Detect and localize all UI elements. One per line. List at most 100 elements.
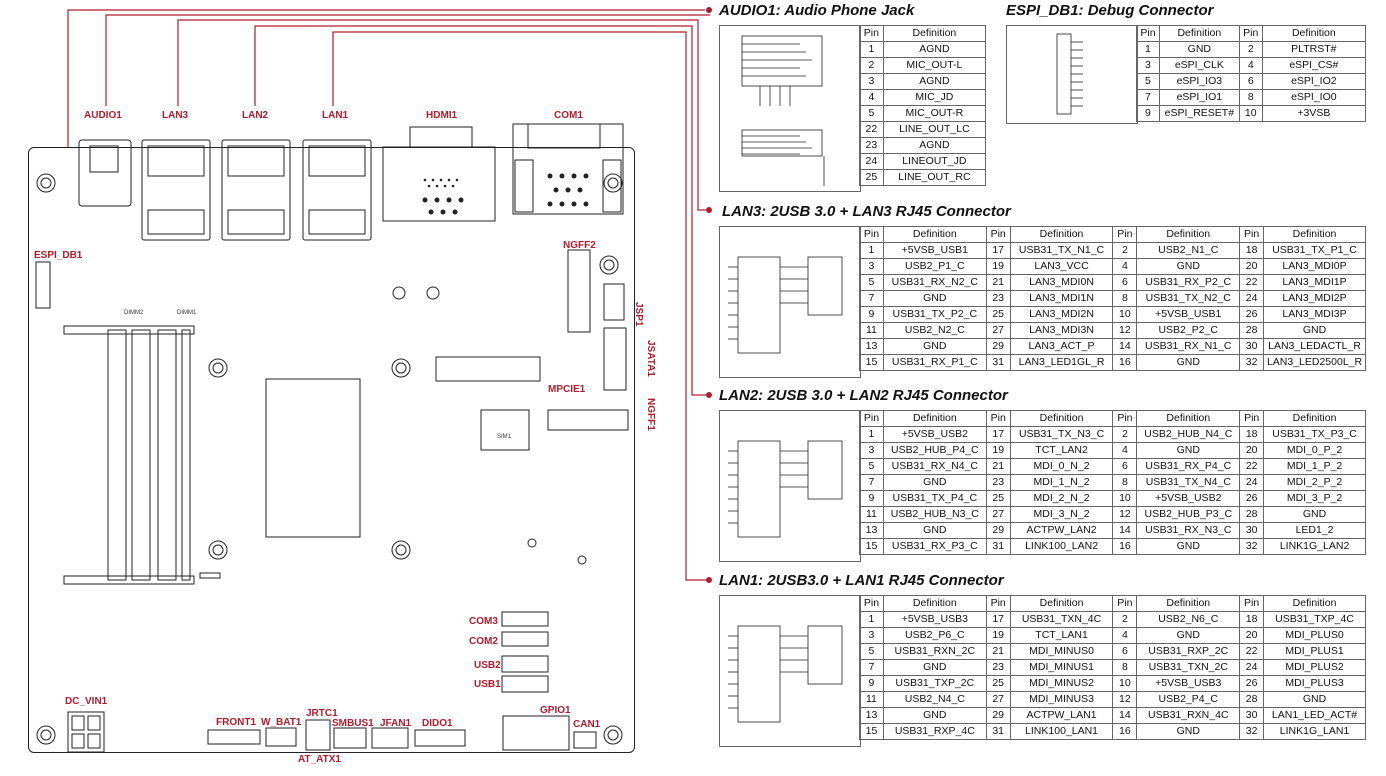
pin-cell: 22: [859, 121, 884, 138]
definition-cell: LAN3_MDI3N: [1009, 322, 1114, 339]
definition-cell: MDI_0_N_2: [1009, 458, 1114, 475]
label-hdmi1: HDMI1: [426, 110, 458, 121]
header-cell: Definition: [1136, 410, 1241, 427]
definition-cell: USB31_RXP_4C: [882, 723, 987, 740]
pin-cell: 20: [1239, 442, 1265, 459]
definition-cell: GND: [1263, 322, 1366, 339]
pin-cell: 20: [1239, 258, 1265, 275]
definition-cell: USB31_TX_N4_C: [1136, 474, 1241, 491]
pin-cell: 10: [1112, 306, 1138, 323]
header-cell: Pin: [1112, 410, 1138, 427]
pin-cell: 29: [985, 707, 1011, 724]
pin-cell: 23: [985, 659, 1011, 676]
label-jsp1: JSP1: [633, 302, 644, 327]
definition-cell: MDI_3_N_2: [1009, 506, 1114, 523]
pin-cell: 4: [1112, 258, 1138, 275]
header-cell: Pin: [985, 226, 1011, 243]
header-cell: Pin: [985, 410, 1011, 427]
header-cell: Pin: [859, 226, 884, 243]
label-jrtc1: JRTC1: [306, 708, 338, 719]
header-cell: Definition: [1009, 226, 1114, 243]
pin-cell: 13: [859, 338, 884, 355]
pin-cell: 12: [1112, 691, 1138, 708]
definition-cell: USB2_N6_C: [1136, 611, 1241, 628]
label-com2: COM2: [469, 636, 498, 647]
pin-cell: 26: [1239, 675, 1265, 692]
pin-cell: 5: [1136, 73, 1160, 90]
pin-cell: 30: [1239, 522, 1265, 539]
definition-cell: GND: [882, 659, 987, 676]
header-cell: Pin: [1112, 226, 1138, 243]
definition-cell: USB31_TX_P3_C: [1263, 426, 1366, 443]
espi-schematic: [1006, 25, 1138, 124]
definition-cell: MIC_OUT-R: [882, 105, 987, 122]
pin-cell: 23: [859, 137, 884, 154]
label-dc-vin1: DC_VIN1: [65, 696, 108, 707]
pin-cell: 18: [1239, 426, 1265, 443]
lan2-schematic: [719, 410, 861, 562]
pin-cell: 6: [1238, 73, 1263, 90]
header-cell: Definition: [882, 226, 987, 243]
definition-cell: MDI_1_P_2: [1263, 458, 1366, 475]
pin-cell: 21: [985, 458, 1011, 475]
definition-cell: GND: [882, 338, 987, 355]
pin-cell: 9: [1136, 105, 1160, 122]
definition-cell: GND: [1136, 258, 1241, 275]
definition-cell: MDI_MINUS1: [1009, 659, 1114, 676]
label-com1: COM1: [554, 110, 583, 121]
pin-cell: 8: [1112, 290, 1138, 307]
header-cell: Pin: [1136, 25, 1160, 42]
pin-cell: 28: [1239, 691, 1265, 708]
header-cell: Definition: [882, 595, 987, 612]
label-dimm2: DIMM2: [124, 310, 144, 316]
definition-cell: LAN3_MDI0P: [1263, 258, 1366, 275]
pin-cell: 23: [985, 474, 1011, 491]
pin-cell: 25: [985, 306, 1011, 323]
header-cell: Pin: [1239, 226, 1265, 243]
pin-cell: 17: [985, 611, 1011, 628]
definition-cell: LAN3_MDI2N: [1009, 306, 1114, 323]
pin-cell: 6: [1112, 643, 1138, 660]
pin-cell: 13: [859, 522, 884, 539]
definition-cell: GND: [1263, 506, 1366, 523]
pin-cell: 26: [1239, 306, 1265, 323]
definition-cell: USB31_TXP_2C: [882, 675, 987, 692]
pin-cell: 3: [859, 442, 884, 459]
label-front1: FRONT1: [216, 717, 256, 728]
header-cell: Definition: [1261, 25, 1367, 42]
definition-cell: +5VSB_USB1: [1136, 306, 1241, 323]
pin-cell: 7: [859, 474, 884, 491]
pin-cell: 9: [859, 490, 884, 507]
definition-cell: GND: [1136, 723, 1241, 740]
header-cell: Definition: [1263, 595, 1366, 612]
definition-cell: ACTPW_LAN2: [1009, 522, 1114, 539]
header-cell: Definition: [1263, 226, 1366, 243]
pin-cell: 24: [859, 153, 884, 170]
pin-cell: 10: [1238, 105, 1263, 122]
motherboard-outline: [28, 147, 635, 753]
definition-cell: USB31_RXN_2C: [882, 643, 987, 660]
pin-cell: 6: [1112, 274, 1138, 291]
pin-cell: 9: [859, 675, 884, 692]
pin-cell: 4: [1112, 442, 1138, 459]
definition-cell: USB31_TX_N2_C: [1136, 290, 1241, 307]
label-lan3: LAN3: [162, 110, 189, 121]
definition-cell: AGND: [882, 41, 987, 58]
pin-cell: 19: [985, 627, 1011, 644]
definition-cell: USB31_TX_N3_C: [1009, 426, 1114, 443]
